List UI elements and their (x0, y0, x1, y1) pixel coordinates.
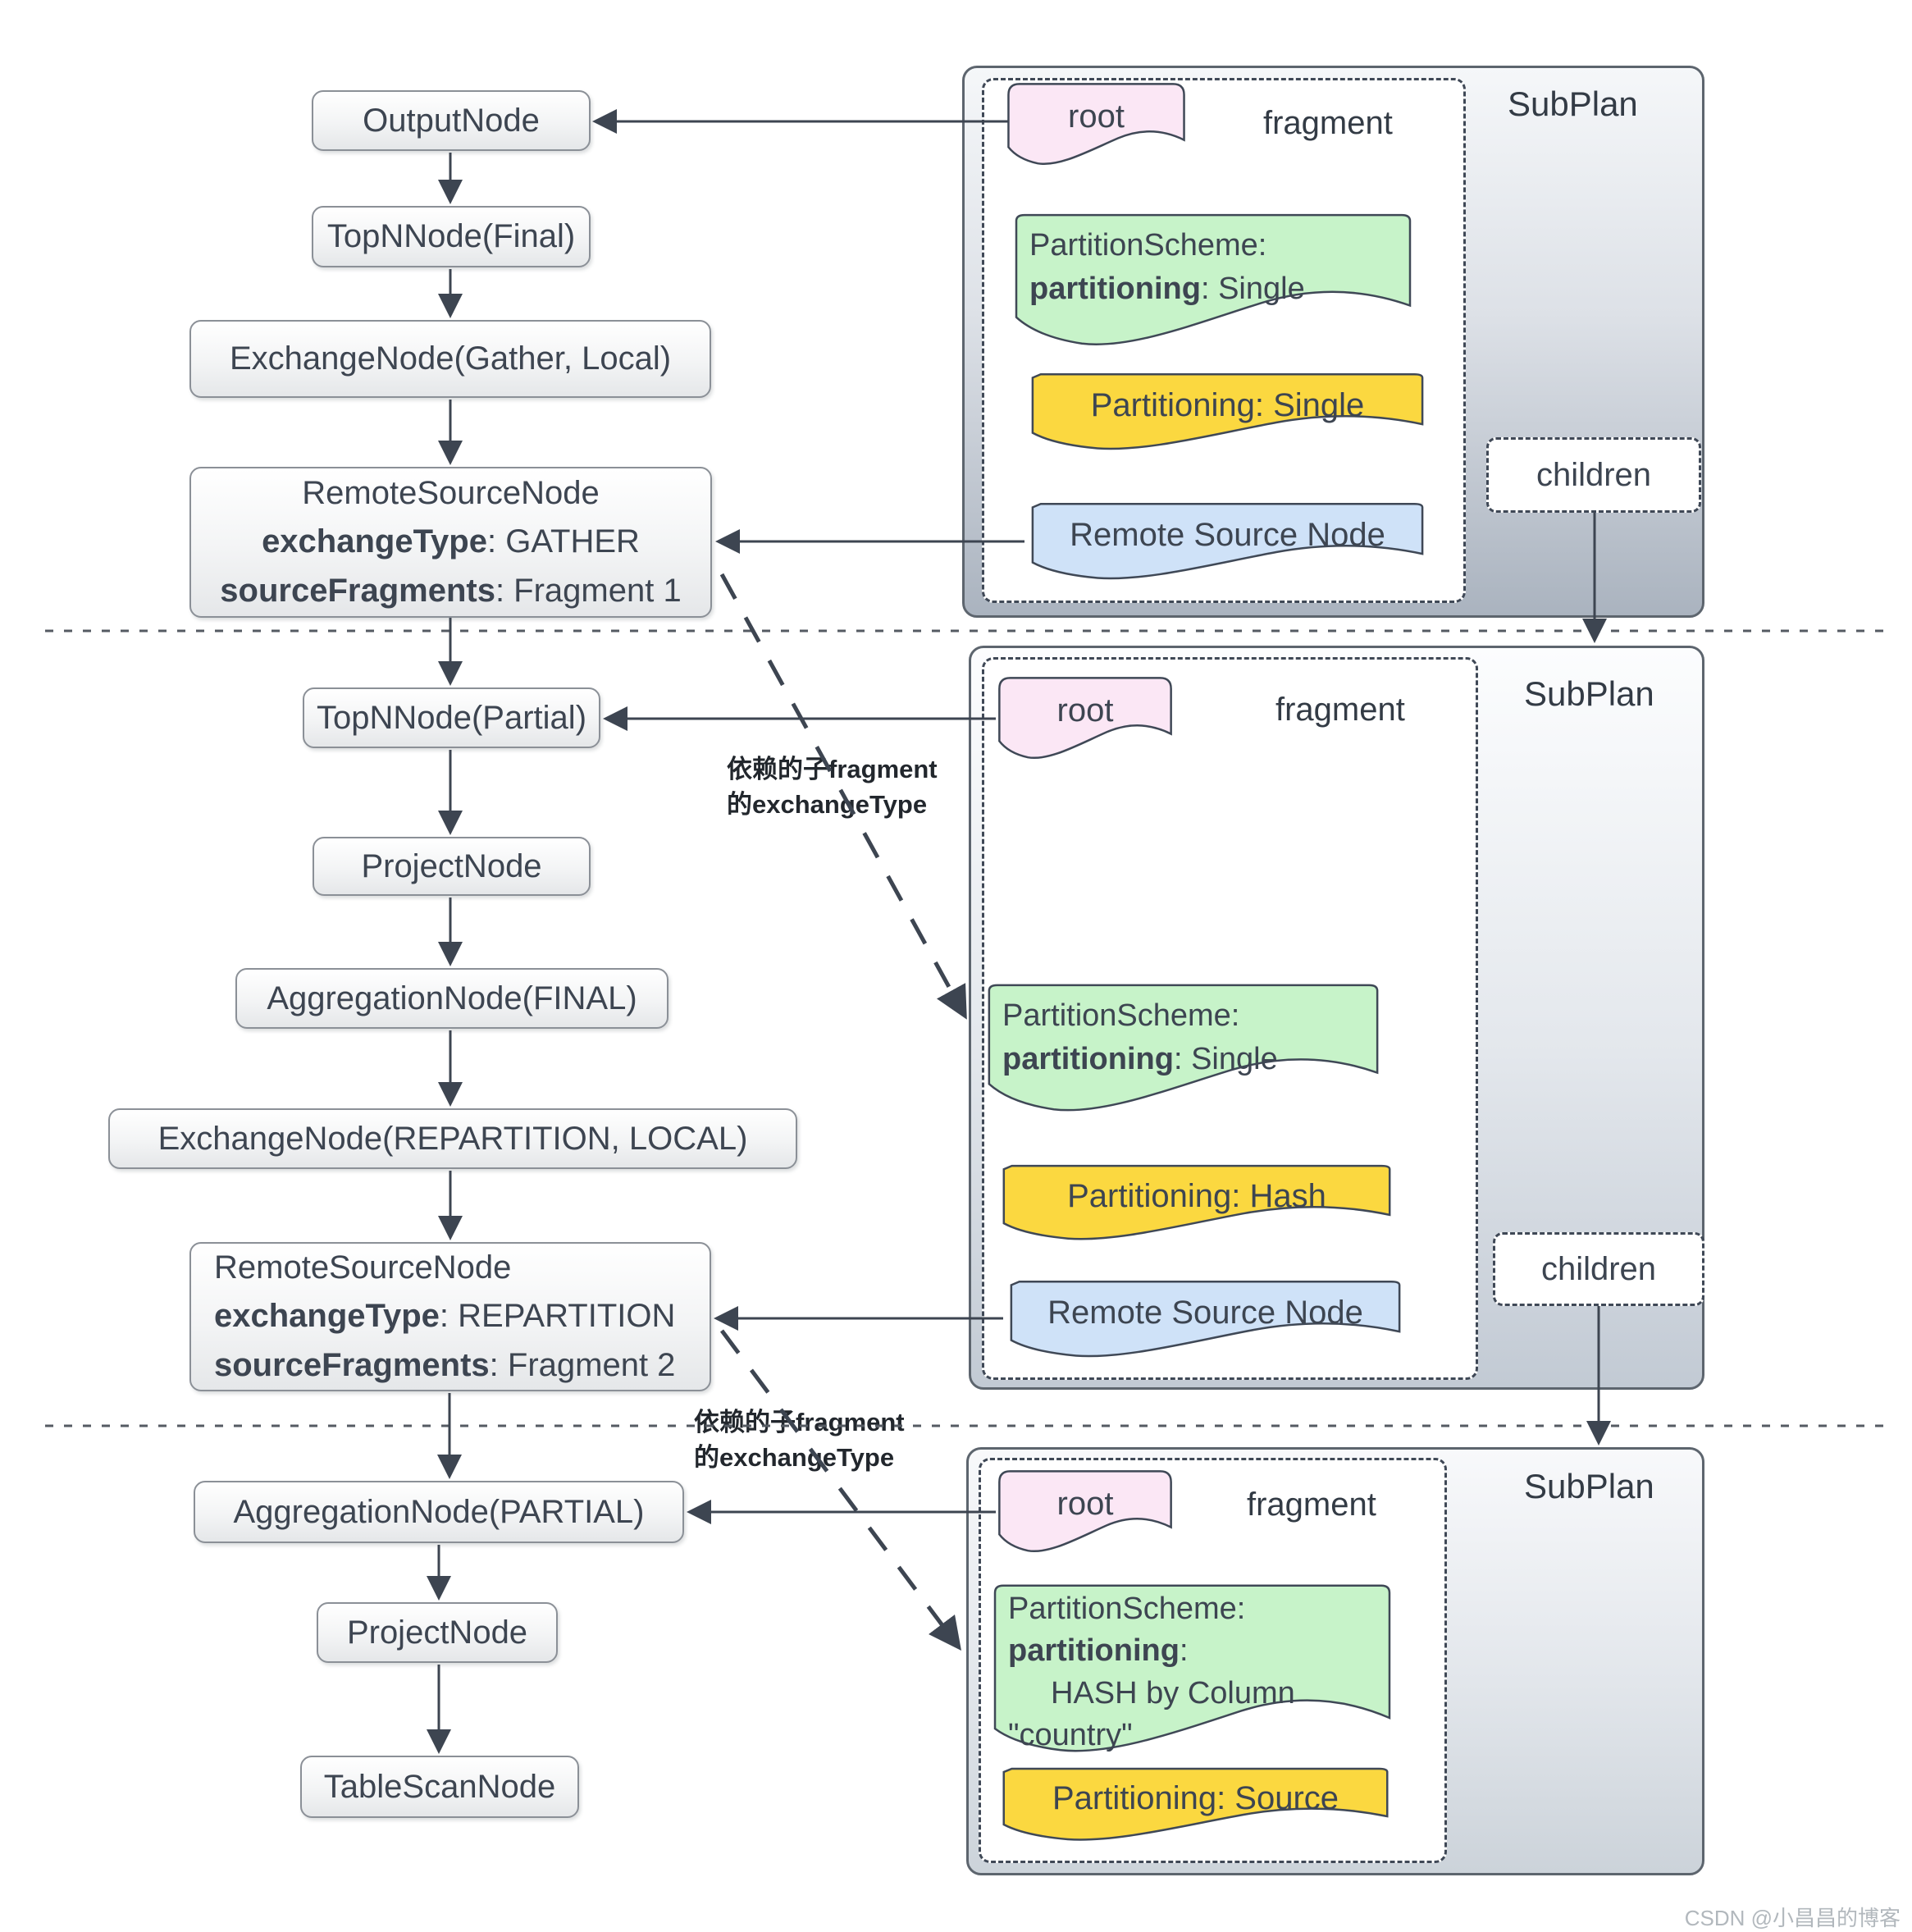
document-shape-icon (987, 1578, 1398, 1757)
remote-source-label: Remote Source Node (1047, 1294, 1363, 1331)
partition-scheme-doc-2: PartitionScheme: partitioning: Single (981, 980, 1385, 1121)
node-project-2: ProjectNode (317, 1602, 558, 1663)
node-aggregation-partial: AggregationNode(PARTIAL) (194, 1481, 684, 1543)
node-aggregation-final: AggregationNode(FINAL) (235, 968, 669, 1029)
document-shape-icon (1024, 500, 1431, 587)
node-tablescan: TableScanNode (300, 1756, 579, 1818)
node-line: sourceFragments: Fragment 1 (220, 572, 682, 609)
document-shape-icon (1003, 1278, 1408, 1364)
remote-source-label: Remote Source Node (1070, 516, 1385, 553)
document-shape-icon (996, 1468, 1175, 1558)
subplan-title-2: SubPlan (1524, 674, 1654, 713)
node-line: sourceFragments: Fragment 2 (214, 1346, 676, 1383)
node-output: OutputNode (312, 90, 591, 151)
remote-source-doc-2: Remote Source Node (1003, 1278, 1408, 1364)
node-remote-source-2: RemoteSourceNode exchangeType: REPARTITI… (189, 1242, 711, 1391)
partitioning-doc-2: Partitioning: Hash (996, 1162, 1398, 1247)
node-exchange-gather: ExchangeNode(Gather, Local) (189, 320, 711, 398)
root-doc-3: root (996, 1468, 1175, 1558)
node-title: RemoteSourceNode (302, 475, 600, 512)
partitioning-doc-1: Partitioning: Single (1024, 371, 1431, 457)
node-topn-final: TopNNode(Final) (312, 206, 591, 267)
partitioning-label: Partitioning: Single (1090, 386, 1365, 423)
partition-scheme-text: PartitionScheme: partitioning: Single (1002, 998, 1278, 1077)
root-label: root (1056, 1485, 1114, 1522)
partition-scheme-text: PartitionScheme: partitioning: HASH by C… (1008, 1592, 1295, 1752)
node-line: exchangeType: REPARTITION (214, 1298, 676, 1335)
dashed-arrow-exchangetype-dep-2 (719, 1329, 961, 1651)
root-label: root (1056, 692, 1114, 728)
document-shape-icon (981, 980, 1385, 1121)
partitioning-doc-3: Partitioning: Source (996, 1765, 1395, 1848)
node-project-1: ProjectNode (313, 837, 591, 896)
document-shape-icon (996, 1162, 1398, 1247)
children-box-1: children (1486, 437, 1701, 513)
document-shape-icon (1008, 209, 1418, 355)
node-exchange-repartition: ExchangeNode(REPARTITION, LOCAL) (108, 1108, 797, 1169)
partition-scheme-doc-3: PartitionScheme: partitioning: HASH by C… (987, 1578, 1398, 1757)
document-shape-icon (996, 1765, 1395, 1848)
node-title: RemoteSourceNode (214, 1249, 512, 1286)
fragment-label-3: fragment (1247, 1487, 1376, 1523)
watermark: CSDN @小昌昌的博客 (1684, 1906, 1901, 1930)
subplan-title-1: SubPlan (1508, 84, 1638, 123)
document-shape-icon (1005, 80, 1188, 171)
remote-source-doc-1: Remote Source Node (1024, 500, 1431, 587)
subplan-title-3: SubPlan (1524, 1467, 1654, 1505)
partition-scheme-text: PartitionScheme: partitioning: Single (1029, 228, 1305, 307)
root-label: root (1068, 98, 1125, 135)
partitioning-label: Partitioning: Source (1052, 1779, 1339, 1816)
node-line: exchangeType: GATHER (262, 523, 640, 560)
fragment-label-1: fragment (1263, 105, 1393, 141)
annotation-dep-exchangetype-2: 依赖的子fragment 的exchangeType (694, 1408, 905, 1473)
node-remote-source-1: RemoteSourceNode exchangeType: GATHER so… (189, 467, 712, 618)
children-box-2: children (1493, 1232, 1704, 1306)
document-shape-icon (1024, 371, 1431, 457)
fragment-label-2: fragment (1275, 692, 1405, 728)
node-topn-partial: TopNNode(Partial) (303, 687, 600, 748)
annotation-dep-exchangetype-1: 依赖的子fragment 的exchangeType (727, 755, 938, 820)
root-doc-1: root (1005, 80, 1188, 171)
document-shape-icon (996, 674, 1175, 765)
partitioning-label: Partitioning: Hash (1067, 1177, 1326, 1214)
root-doc-2: root (996, 674, 1175, 765)
partition-scheme-doc-1: PartitionScheme: partitioning: Single (1008, 209, 1418, 355)
